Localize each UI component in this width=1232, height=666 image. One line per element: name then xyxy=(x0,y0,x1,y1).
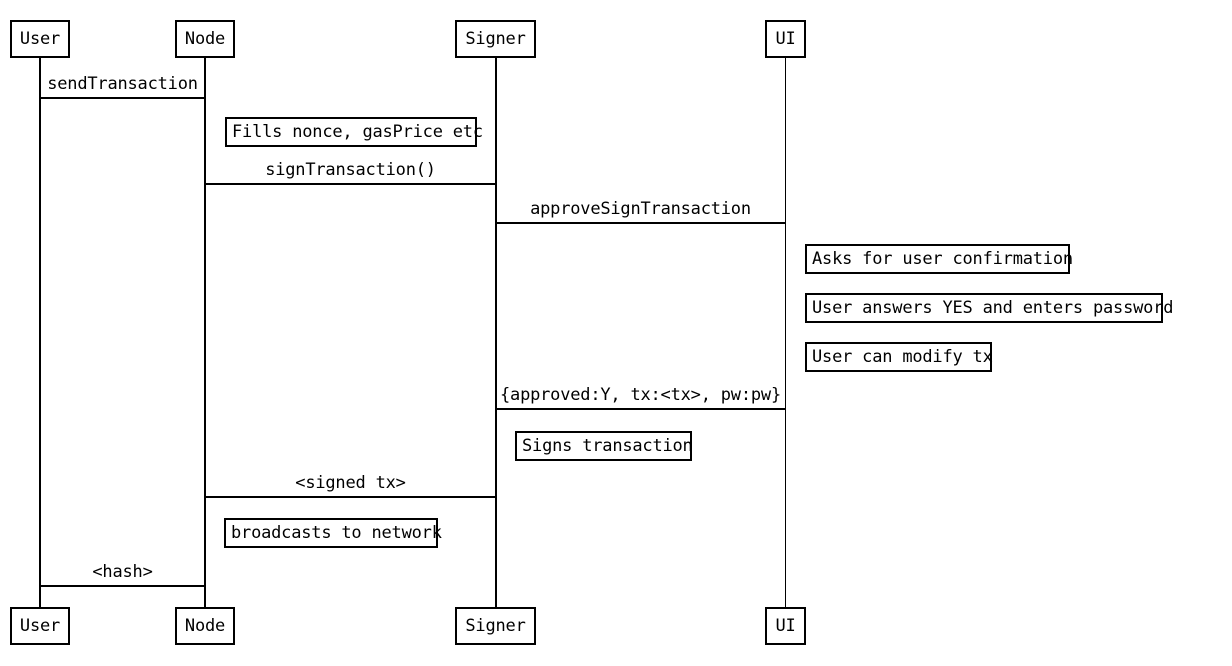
message-label-approve-sign-transaction: approveSignTransaction xyxy=(530,199,751,219)
note-user-answers-yes: User answers YES and enters password xyxy=(805,293,1173,323)
note-user-can-modify-tx: User can modify tx xyxy=(805,342,993,372)
note-signs-transaction: Signs transaction xyxy=(515,431,693,461)
message-label-send-transaction: sendTransaction xyxy=(47,74,198,94)
message-label-signed-tx: <signed tx> xyxy=(295,473,406,493)
message-line-approved-response xyxy=(495,408,786,410)
lifeline-node xyxy=(204,58,206,607)
message-label-sign-transaction: signTransaction() xyxy=(265,160,436,180)
actor-box-user-bottom: User xyxy=(10,607,70,645)
lifeline-user xyxy=(39,58,41,607)
note-asks-confirmation: Asks for user confirmation xyxy=(805,244,1073,274)
actor-box-node-bottom: Node xyxy=(175,607,235,645)
actor-box-user-top: User xyxy=(10,20,70,58)
message-label-approved-response: {approved:Y, tx:<tx>, pw:pw} xyxy=(500,385,781,405)
actor-box-ui-top: UI xyxy=(765,20,806,58)
lifeline-ui xyxy=(785,58,786,607)
actor-box-ui-bottom: UI xyxy=(765,607,806,645)
lifeline-signer xyxy=(495,58,497,607)
message-line-signed-tx xyxy=(204,496,497,498)
message-label-hash: <hash> xyxy=(92,562,153,582)
actor-box-node-top: Node xyxy=(175,20,235,58)
message-line-hash xyxy=(39,585,206,587)
message-line-approve-sign-transaction xyxy=(495,222,786,224)
message-line-sign-transaction xyxy=(204,183,497,185)
actor-box-signer-bottom: Signer xyxy=(455,607,536,645)
note-fills-nonce: Fills nonce, gasPrice etc xyxy=(225,117,483,147)
actor-box-signer-top: Signer xyxy=(455,20,536,58)
note-broadcasts-to-network: broadcasts to network xyxy=(224,518,442,548)
message-line-send-transaction xyxy=(39,97,206,99)
